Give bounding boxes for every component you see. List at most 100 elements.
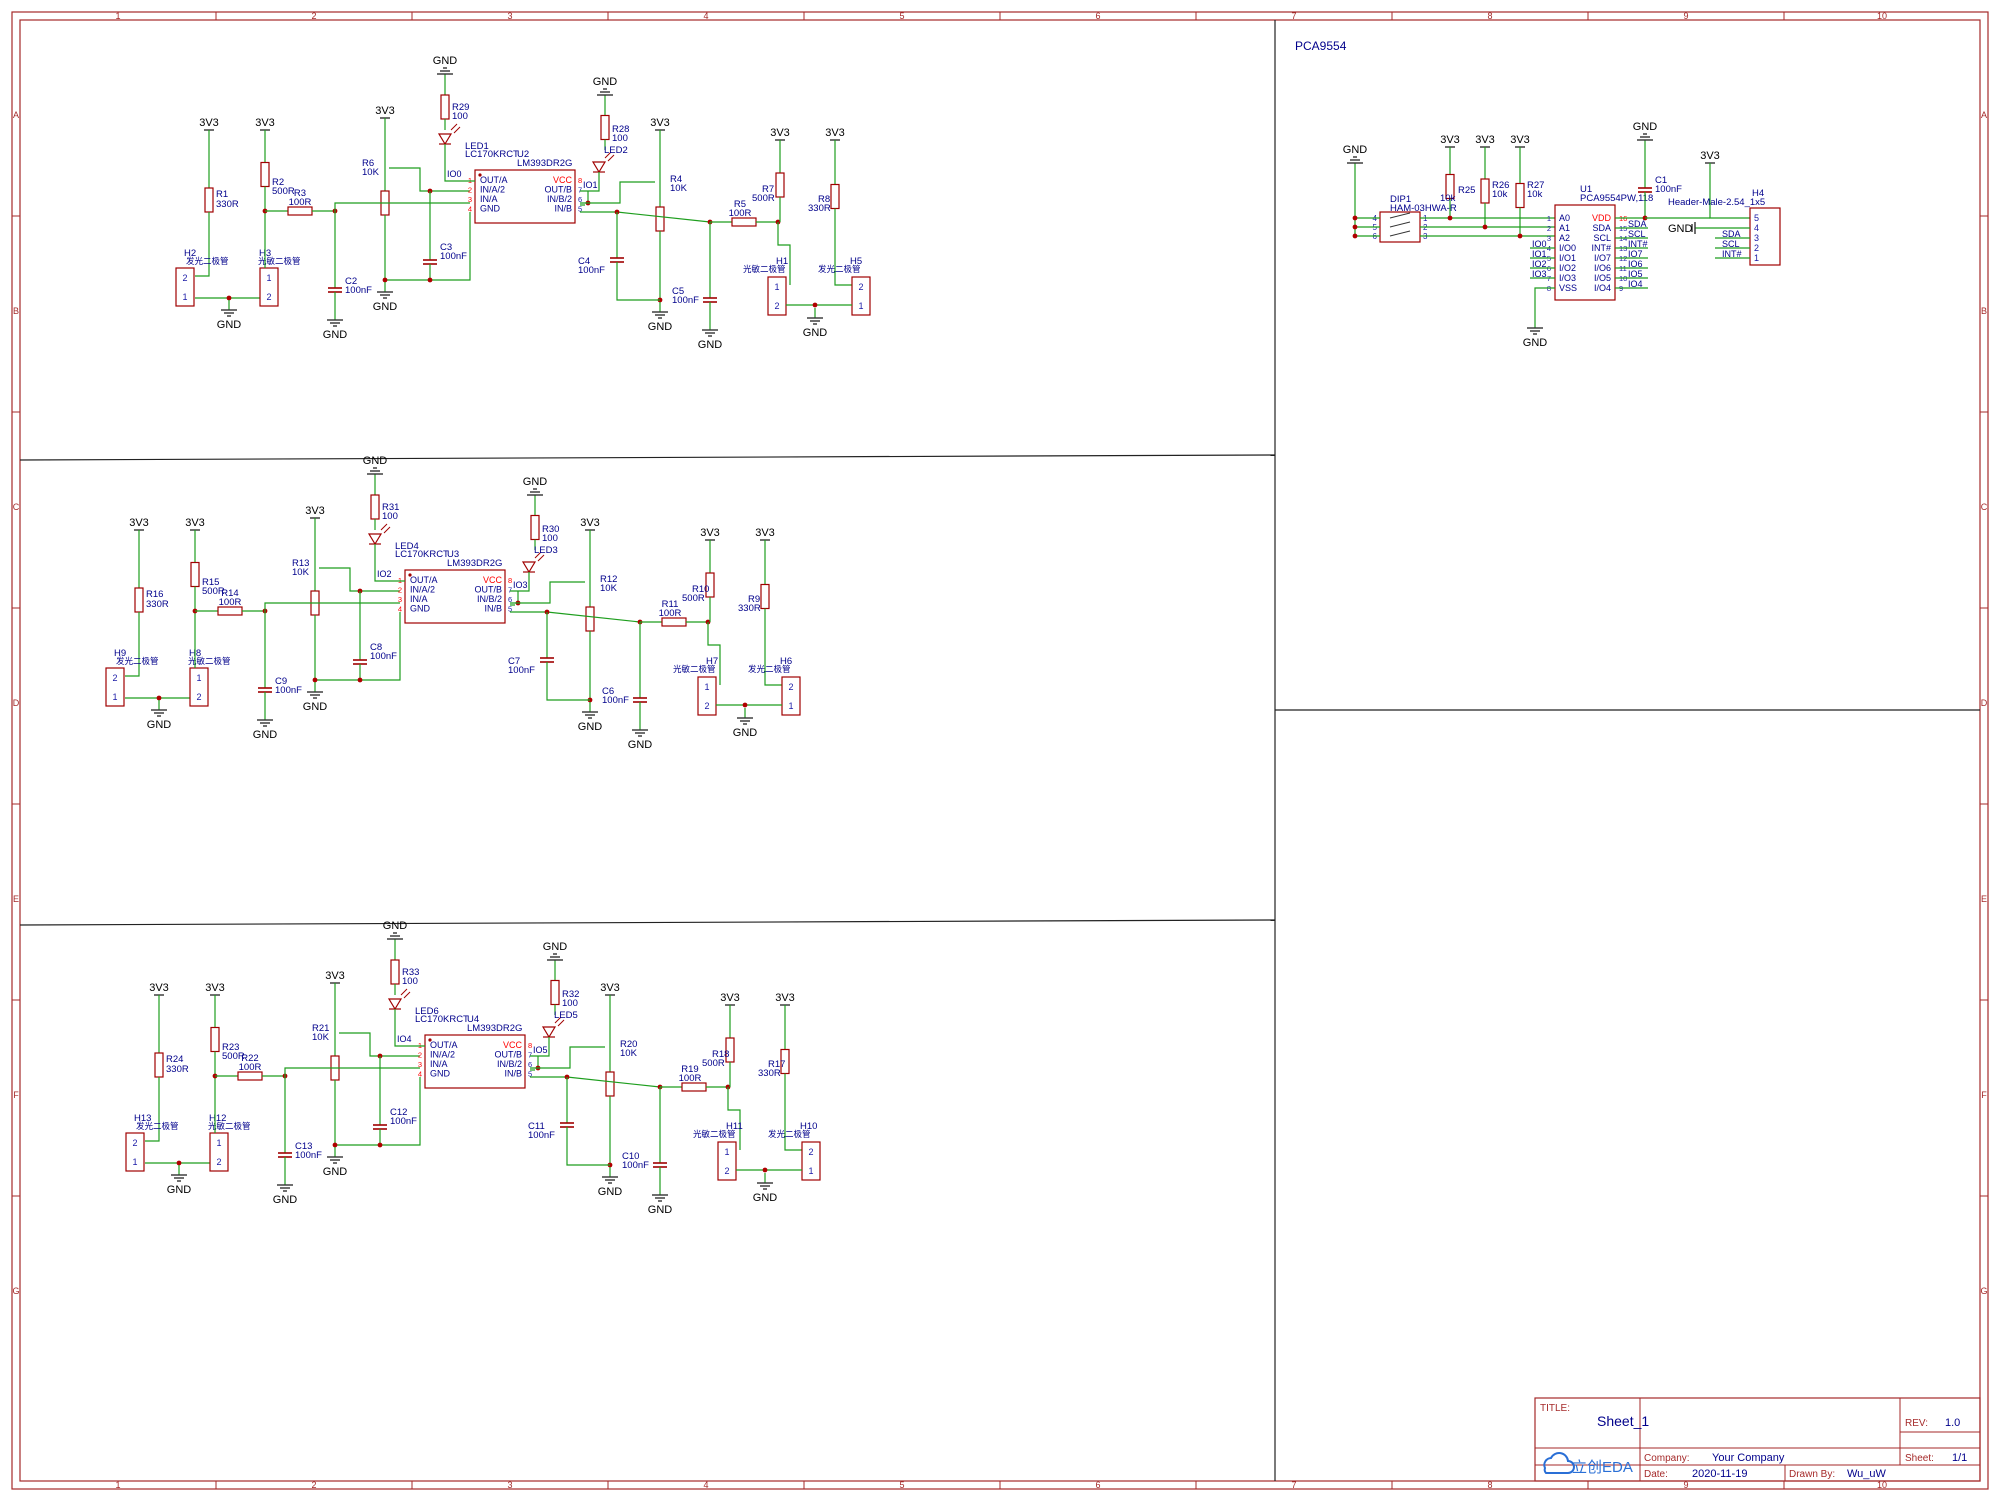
- grid-number: 9: [1683, 1480, 1688, 1490]
- ground-symbol: GND: [217, 300, 241, 331]
- wire: [834, 245, 852, 286]
- grid-number: 6: [1095, 11, 1100, 21]
- grid-number: 7: [1291, 11, 1296, 21]
- capacitor-value: 100nF: [528, 1130, 555, 1141]
- grid-number: 8: [1487, 11, 1492, 21]
- resistor-designator: R33: [402, 967, 419, 978]
- vcc-label: 3V3: [149, 982, 169, 994]
- grid-letter: C: [13, 502, 20, 512]
- led-designator: LED1: [465, 141, 489, 152]
- wire: [510, 611, 641, 623]
- ic-designator: U2: [517, 149, 529, 160]
- blocks.2.h_c: [717, 1141, 737, 1181]
- vcc-label: 3V3: [129, 517, 149, 529]
- wire: [530, 1076, 661, 1088]
- ground-symbol: GND: [593, 76, 617, 105]
- pin-number: 4: [1754, 223, 1759, 233]
- pot-value: 10K: [312, 1032, 330, 1043]
- header-designator: H7: [706, 656, 718, 667]
- blocks.0.r_d: [830, 183, 840, 210]
- pin-number: 2: [858, 282, 863, 292]
- resistor-value: 500R: [702, 1058, 725, 1069]
- resistor-designator: R24: [166, 1054, 183, 1065]
- resistor-value: 330R: [146, 599, 169, 610]
- capacitor-value: 100nF: [390, 1116, 417, 1127]
- grid-letter: B: [1981, 306, 1987, 316]
- wire: [339, 1032, 420, 1057]
- led-arrow: [380, 523, 388, 531]
- blocks.1.h_b: [189, 667, 209, 707]
- pin-number: 1: [774, 282, 779, 292]
- wire: [374, 544, 405, 582]
- pot-designator: R6: [362, 158, 374, 169]
- gnd-label: GND: [1343, 144, 1368, 156]
- sheet-label: Sheet:: [1905, 1453, 1934, 1464]
- pin-number: 6: [508, 595, 512, 604]
- led-arrow: [400, 988, 408, 996]
- blocks.2.r_led2: [550, 979, 560, 1006]
- led-designator: LED6: [415, 1006, 439, 1017]
- pin-number: 4: [468, 205, 472, 214]
- blocks.1.pot2: [585, 606, 595, 632]
- header-label: 光敏二极管: [208, 1121, 251, 1131]
- resistor-value: 100: [382, 511, 398, 522]
- ground-symbol: GND: [147, 700, 171, 731]
- header-designator: H4: [1752, 188, 1764, 199]
- capacitor-designator: C9: [275, 676, 287, 687]
- vcc-label: 3V3: [1475, 134, 1495, 146]
- vcc-symbol: 3V3: [775, 992, 795, 1013]
- pin-number: 3: [468, 195, 472, 204]
- blocks.2.r_s: [237, 1071, 263, 1081]
- junction-dot: [762, 1167, 768, 1173]
- led-designator: LED2: [604, 145, 628, 156]
- resistor-value: 500R: [202, 586, 225, 597]
- resistor-designator: R22: [241, 1053, 258, 1064]
- ic-pin-label: OUT/A: [410, 575, 438, 585]
- header-label: 发光二极管: [768, 1129, 811, 1139]
- pot-value: 10K: [292, 567, 310, 578]
- pin-number: 1: [196, 673, 201, 683]
- wire: [616, 280, 660, 301]
- pin-number: 1: [704, 682, 709, 692]
- ic-pin-label: IN/A: [410, 594, 428, 604]
- wire: [530, 1046, 605, 1069]
- ground-symbol: GND: [578, 702, 602, 733]
- ic-pin-label: I/O5: [1594, 273, 1611, 283]
- resistor-value: 100: [612, 133, 628, 144]
- capacitor-designator: C2: [345, 276, 357, 287]
- net-label: SCL: [1628, 229, 1646, 239]
- vcc-symbol: 3V3: [580, 517, 600, 538]
- resistor-designator: R17: [768, 1059, 785, 1070]
- ground-symbol: GND: [523, 476, 547, 505]
- date-label: Date:: [1644, 1469, 1668, 1480]
- pin-number: 2: [1547, 224, 1551, 233]
- pin-number: 3: [1754, 233, 1759, 243]
- header-label: 发光二极管: [136, 1121, 179, 1131]
- ic-part: PCA9554PW,118: [1580, 193, 1653, 204]
- blocks.0.h_c: [767, 276, 787, 316]
- pin-number: 3: [1547, 234, 1551, 243]
- wire: [394, 1009, 425, 1047]
- blocks.1.r_b: [190, 561, 200, 588]
- resistor-designator: R26: [1492, 180, 1509, 191]
- blocks.0.h_d: [851, 276, 871, 316]
- led-arrow: [557, 1019, 565, 1027]
- resistor-designator: R30: [542, 524, 559, 535]
- ic-pin-label: I/O3: [1559, 273, 1576, 283]
- gnd-label: GND: [383, 920, 408, 932]
- logo-text: 立创EDA: [1572, 1459, 1633, 1476]
- led-designator: LED5: [554, 1010, 578, 1021]
- capacitor-designator: C6: [602, 686, 614, 697]
- capacitor-value: 100nF: [508, 665, 535, 676]
- resistor-designator: R7: [762, 184, 774, 195]
- pin1-marker: [478, 173, 482, 177]
- capacitor-designator: C12: [390, 1107, 407, 1118]
- resistor-value: 330R: [758, 1068, 781, 1079]
- blocks.1.led2: [521, 561, 537, 574]
- capacitor-designator: C13: [295, 1141, 312, 1152]
- resistor-value: 100R: [659, 608, 682, 619]
- junction-dot: [357, 677, 363, 683]
- vcc-symbol: 3V3: [1440, 134, 1460, 155]
- net-label: IO3: [513, 580, 528, 590]
- vcc-label: 3V3: [185, 517, 205, 529]
